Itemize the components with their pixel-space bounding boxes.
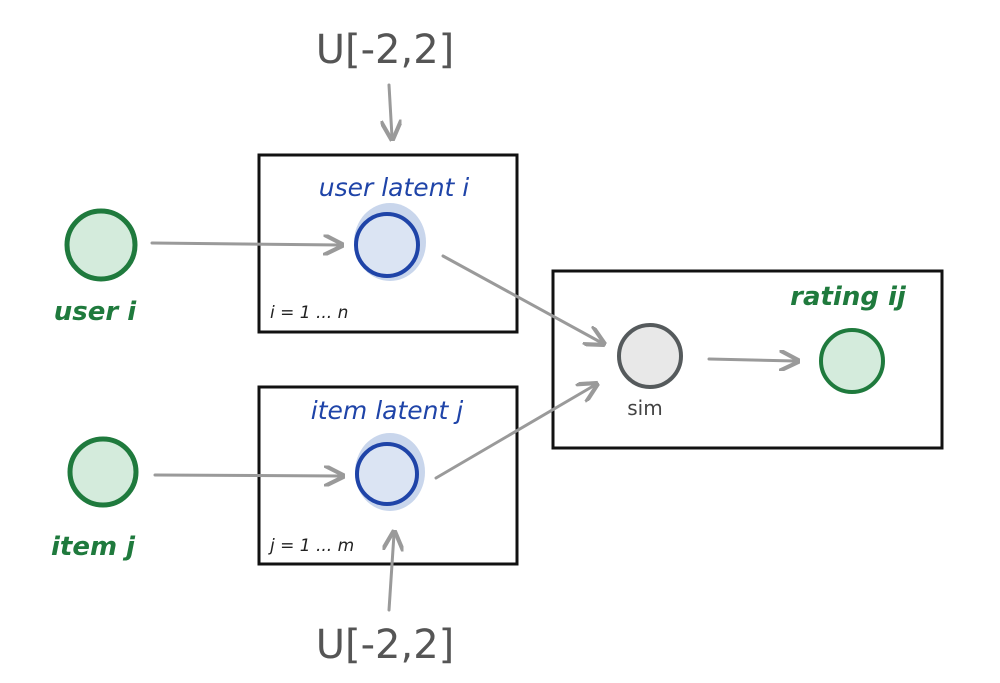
prior-top-label: U[-2,2] — [316, 27, 455, 73]
arrow-item-latent-to-sim — [434, 385, 595, 480]
item-plate-index: j = 1 ... m — [268, 536, 354, 556]
user-node-label: user i — [54, 297, 137, 327]
user-latent-label: user latent i — [319, 173, 470, 202]
sim-label: sim — [627, 396, 662, 420]
user-plate-index: i = 1 ... n — [270, 303, 348, 323]
item-node — [67, 436, 139, 508]
sim-node — [617, 323, 683, 389]
user-latent-node — [354, 212, 420, 278]
arrow-user-to-user-latent — [150, 243, 340, 245]
rating-plate — [551, 269, 944, 450]
item-latent-node — [355, 442, 419, 506]
arrow-prior-to-user-latent — [389, 83, 392, 137]
item-node-label: item j — [51, 532, 136, 562]
rating-node-label: rating ij — [790, 282, 907, 312]
rating-node — [819, 328, 885, 394]
prior-bottom-label: U[-2,2] — [316, 622, 455, 668]
arrow-prior-to-item-latent — [389, 534, 394, 612]
user-node — [64, 208, 138, 282]
arrow-sim-to-rating — [707, 359, 796, 361]
item-latent-label: item latent j — [311, 396, 463, 425]
arrow-item-to-item-latent — [153, 475, 341, 476]
arrow-user-latent-to-sim — [441, 254, 602, 343]
